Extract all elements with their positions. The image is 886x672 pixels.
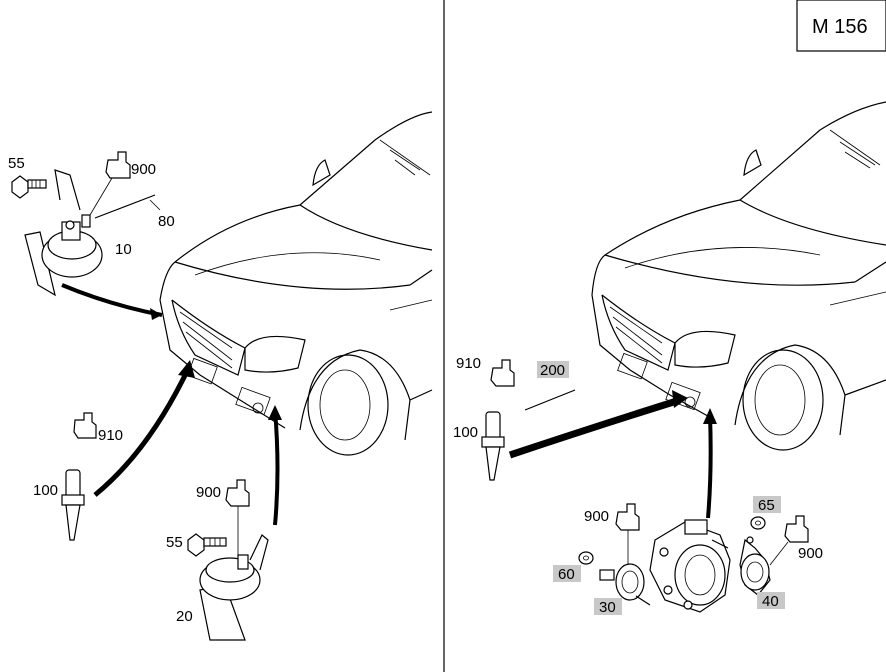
connector-icon: [105, 151, 131, 179]
arrow-assembly-right: [706, 414, 713, 519]
label-horn-right-1: 30: [599, 599, 616, 616]
connector-icon: [615, 503, 640, 531]
horn-icon: [199, 534, 269, 641]
label-screw-top: 55: [8, 155, 25, 172]
label-horn-right-2: 40: [762, 593, 779, 610]
label-highlight: [537, 361, 569, 378]
label-horn-bottom: 20: [176, 608, 193, 625]
label-sensor-right: 100: [453, 424, 478, 441]
label-screw-bottom: 55: [166, 534, 183, 551]
label-sensor-connector-right: 910: [456, 355, 481, 372]
label-connector-top: 900: [131, 161, 156, 178]
label-highlight: [757, 592, 785, 609]
diagram-title: M 156: [812, 16, 868, 38]
label-highlight: [553, 565, 581, 582]
horn-icon: [739, 536, 771, 596]
label-washer-left: 60: [558, 566, 575, 583]
screw-icon: [187, 533, 227, 557]
connector-icon: [784, 515, 809, 543]
label-horn-top: 10: [115, 241, 132, 258]
label-highlight: [594, 598, 622, 615]
arrow-sensor-right: [508, 396, 682, 459]
label-sensor-left: 100: [33, 482, 58, 499]
label-cable-right: 200: [540, 362, 565, 379]
label-cable-left: 80: [158, 213, 175, 230]
label-sensor-connector-left: 910: [98, 427, 123, 444]
connector-icon: [225, 479, 250, 507]
label-washer-right: 65: [758, 497, 775, 514]
connector-icon: [73, 412, 97, 439]
temperature-sensor-icon: [481, 411, 505, 481]
label-highlight: [753, 496, 781, 513]
connector-icon: [490, 359, 515, 387]
diagram-title-box: M 156: [796, 0, 886, 52]
arrow-horn-bottom: [273, 409, 280, 526]
label-connector-right-2: 900: [798, 545, 823, 562]
temperature-sensor-icon: [61, 469, 85, 541]
right-car-outline: [591, 101, 886, 451]
screw-icon: [11, 175, 47, 199]
left-car-outline: [159, 111, 433, 456]
horn-icon: [599, 563, 651, 606]
washer-icon: [750, 516, 766, 530]
arrow-sensor-left: [93, 363, 193, 497]
horn-assembly-icon: [649, 519, 731, 613]
arrow-horn-top: [61, 283, 163, 317]
label-connector-bottom: 900: [196, 484, 221, 501]
horn-icon: [24, 169, 103, 297]
washer-icon: [578, 551, 594, 565]
label-connector-right-1: 900: [584, 508, 609, 525]
